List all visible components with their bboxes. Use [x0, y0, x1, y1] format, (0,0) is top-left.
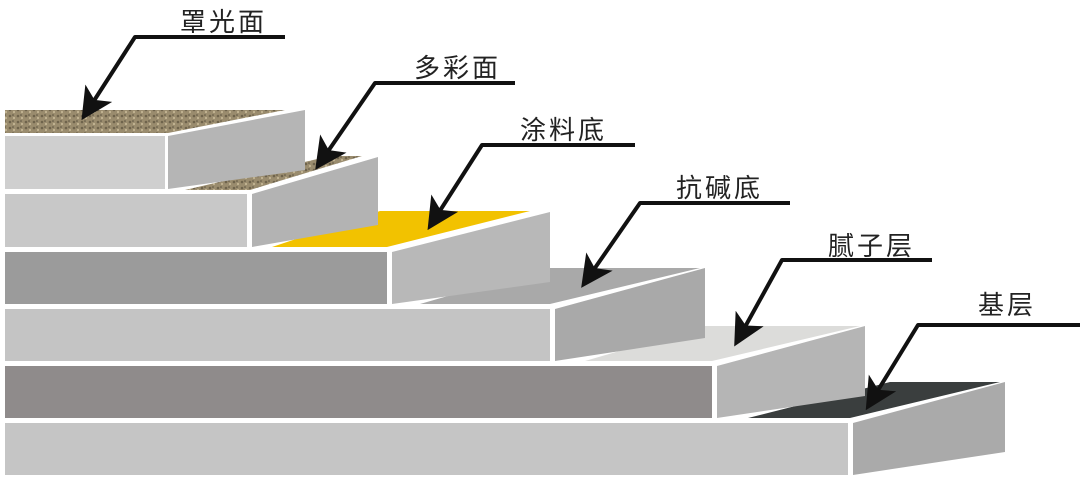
leader-line-2: [315, 81, 515, 170]
leader-line-1: [81, 35, 285, 121]
label-clearcoat: 罩光面: [180, 8, 268, 38]
leader-line-4: [581, 201, 790, 288]
step-2: [5, 157, 378, 247]
label-paint-primer: 涂料底: [520, 116, 608, 146]
label-putty: 腻子层: [828, 232, 916, 262]
leader-line-6: [865, 323, 1080, 411]
step-5: [5, 326, 865, 418]
leader-line-3: [427, 143, 635, 231]
layer-top-clearcoat: [5, 110, 285, 133]
step-3: [5, 212, 550, 304]
leader-line-5: [734, 258, 932, 347]
label-multicolor: 多彩面: [414, 54, 502, 84]
layer-top-paint-primer: [272, 211, 530, 247]
step-1: [5, 110, 305, 189]
step-6: [5, 382, 1005, 475]
step-4: [5, 268, 705, 361]
layer-top-putty: [585, 326, 860, 361]
label-alkali-primer: 抗碱底: [676, 174, 764, 204]
layer-top-alkali-primer: [420, 268, 700, 304]
label-base: 基层: [978, 291, 1037, 321]
